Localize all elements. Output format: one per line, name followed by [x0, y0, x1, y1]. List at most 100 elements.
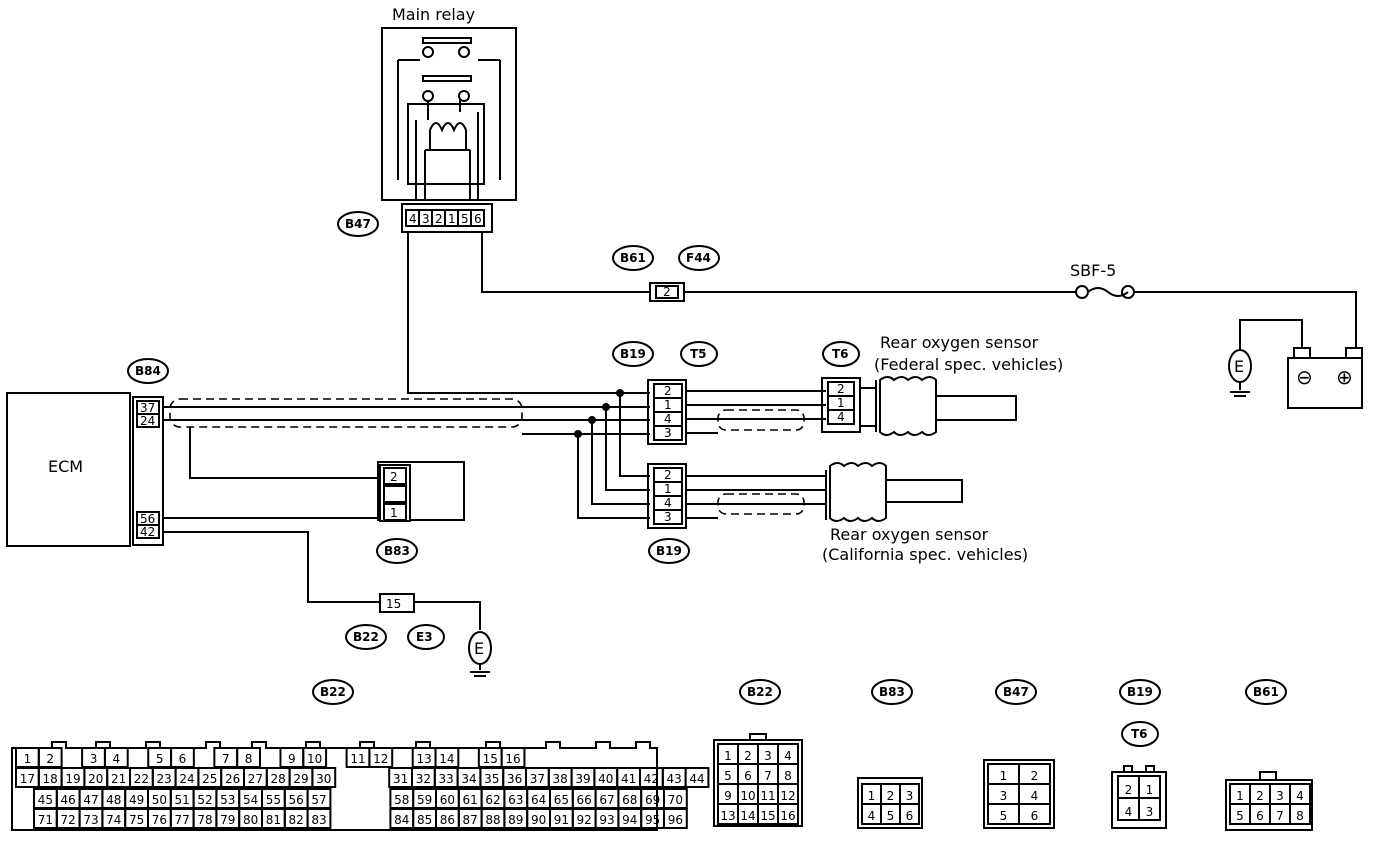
svg-text:2: 2	[837, 382, 845, 396]
legend-tag-b47: B47	[995, 679, 1037, 705]
pin-cell	[777, 803, 799, 825]
svg-text:2: 2	[435, 212, 443, 226]
pin-number: 64	[531, 793, 546, 807]
pin-number: 65	[554, 793, 569, 807]
legend-tag-t6: T6	[1121, 721, 1159, 747]
pin-number: 14	[439, 752, 454, 766]
pin-number: 75	[129, 813, 144, 827]
pin-number: 4	[784, 749, 792, 763]
pin-number: 31	[393, 772, 408, 786]
svg-text:F44: F44	[686, 251, 711, 265]
pin-cell	[663, 808, 688, 829]
pin-number: 8	[784, 769, 792, 783]
pin-number: 3	[906, 789, 914, 803]
pin-number: 36	[507, 772, 522, 786]
pin-number: 47	[83, 793, 98, 807]
svg-text:B84: B84	[135, 364, 161, 378]
tag-b84: B84	[127, 358, 169, 384]
svg-text:2: 2	[664, 384, 672, 398]
pin-number: 4	[1296, 789, 1304, 803]
pin-number: 72	[61, 813, 76, 827]
pin-number: 95	[645, 813, 660, 827]
legend-tag-b19: B19	[1119, 679, 1161, 705]
svg-text:4: 4	[409, 212, 417, 226]
pin-number: 45	[38, 793, 53, 807]
pin-number: 2	[887, 789, 895, 803]
tag-b47: B47	[337, 211, 379, 237]
pin-number: 30	[316, 772, 331, 786]
pin-number: 8	[1296, 809, 1304, 823]
california-sensor-label-1: Rear oxygen sensor	[830, 525, 989, 544]
pin-number: 5	[724, 769, 732, 783]
pin-number: 1	[24, 752, 32, 766]
pin-number: 5	[156, 752, 164, 766]
pin-number: 26	[225, 772, 240, 786]
battery-minus-icon: ⊖	[1296, 365, 1313, 389]
pin-number: 6	[1256, 809, 1264, 823]
pin-number: 71	[38, 813, 53, 827]
svg-text:B61: B61	[1253, 685, 1279, 699]
pin-number: 74	[106, 813, 121, 827]
pin-number: 57	[311, 793, 326, 807]
svg-text:B19: B19	[620, 347, 646, 361]
pin-number: 49	[129, 793, 144, 807]
pin-number: 34	[461, 772, 476, 786]
svg-text:B22: B22	[320, 685, 346, 699]
pin-number: 46	[61, 793, 76, 807]
svg-text:1: 1	[664, 398, 672, 412]
svg-text:B83: B83	[384, 544, 410, 558]
svg-text:4: 4	[664, 412, 672, 426]
pin-number: 41	[621, 772, 636, 786]
pin-number: 2	[1031, 769, 1039, 783]
pin-number: 92	[577, 813, 592, 827]
tag-t5: T5	[680, 341, 718, 367]
pin-number: 18	[43, 772, 58, 786]
svg-text:1: 1	[664, 482, 672, 496]
pin-cell	[306, 808, 332, 829]
federal-sensor-label-2: (Federal spec. vehicles)	[874, 355, 1063, 374]
legend-tag-b22-small: B22	[739, 679, 781, 705]
pin-number: 78	[197, 813, 212, 827]
pin-number: 27	[248, 772, 263, 786]
pin-number: 94	[622, 813, 637, 827]
legend-tag-b61: B61	[1245, 679, 1287, 705]
pin-number: 15	[483, 752, 498, 766]
svg-text:56: 56	[140, 512, 155, 526]
pin-number: 6	[744, 769, 752, 783]
svg-text:T5: T5	[690, 347, 707, 361]
rear-oxygen-sensor-california	[825, 462, 963, 522]
pin-number: 6	[1031, 809, 1039, 823]
pin-cell	[684, 767, 710, 788]
pin-number: 28	[271, 772, 286, 786]
pin-number: 79	[220, 813, 235, 827]
svg-text:T6: T6	[1131, 727, 1148, 741]
pin-number: 44	[689, 772, 704, 786]
pin-number: 6	[179, 752, 187, 766]
pin-cell	[1138, 797, 1161, 821]
pin-number: 48	[106, 793, 121, 807]
pin-number: 73	[83, 813, 98, 827]
pin-number: 88	[485, 813, 500, 827]
pin-number: 16	[780, 809, 795, 823]
pin-number: 19	[65, 772, 80, 786]
svg-text:37: 37	[140, 401, 155, 415]
wire-to-battery	[684, 291, 1357, 348]
pin-number: 25	[202, 772, 217, 786]
pin-number: 10	[307, 752, 322, 766]
pin-cell	[899, 803, 920, 825]
pin-cell	[1018, 803, 1051, 825]
wire-to-ground	[414, 601, 481, 630]
svg-text:4: 4	[837, 410, 845, 424]
svg-text:T6: T6	[832, 347, 849, 361]
pin-number: 81	[266, 813, 281, 827]
svg-text:24: 24	[140, 414, 155, 428]
pin-number: 80	[243, 813, 258, 827]
pin-number: 50	[152, 793, 167, 807]
pin-number: 38	[553, 772, 568, 786]
pin-number: 59	[417, 793, 432, 807]
pin-number: 13	[720, 809, 735, 823]
federal-sensor-label-1: Rear oxygen sensor	[880, 333, 1039, 352]
pin-number: 13	[416, 752, 431, 766]
